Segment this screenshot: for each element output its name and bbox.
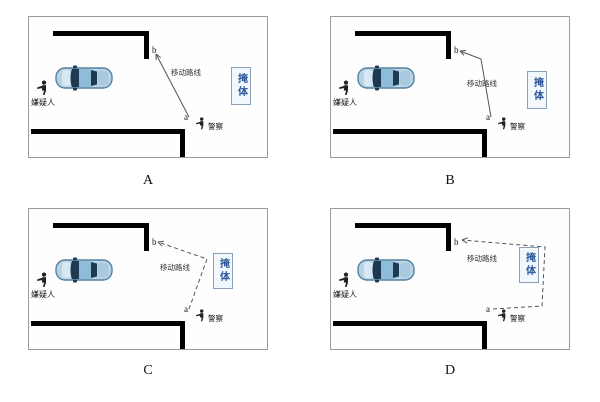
wall-top-horizontal <box>53 31 149 36</box>
wall-top-vertical <box>144 223 149 251</box>
point-b-label: b <box>454 237 459 247</box>
route-label: 移动路线 <box>467 79 497 88</box>
wall-top-vertical <box>144 31 149 59</box>
car-icon <box>357 65 415 91</box>
police-icon <box>497 309 508 322</box>
wall-top-vertical <box>446 223 451 251</box>
point-a-label: a <box>184 304 188 314</box>
police-label: 警察 <box>510 122 525 131</box>
point-b-label: b <box>152 237 157 247</box>
wall-top-vertical <box>446 31 451 59</box>
panel-letter-b: B <box>445 173 455 188</box>
suspect-icon <box>36 272 49 288</box>
diagram-panel-b: 嫌疑人 b a 警察 移动路线 掩体 <box>330 16 570 158</box>
wall-bottom-vertical <box>180 129 185 157</box>
suspect-label: 嫌疑人 <box>31 290 55 299</box>
suspect-icon <box>338 272 351 288</box>
diagram-panel-c: 嫌疑人 b a 警察 移动路线 掩体 <box>28 208 268 350</box>
police-icon <box>195 117 206 130</box>
suspect-label: 嫌疑人 <box>333 98 357 107</box>
wall-bottom-horizontal <box>333 321 487 326</box>
police-icon <box>195 309 206 322</box>
cover-box: 掩体 <box>213 253 233 289</box>
wall-top-horizontal <box>53 223 149 228</box>
suspect-label: 嫌疑人 <box>31 98 55 107</box>
route-label: 移动路线 <box>160 263 190 272</box>
wall-bottom-horizontal <box>333 129 487 134</box>
police-label: 警察 <box>510 314 525 323</box>
route-label: 移动路线 <box>467 254 497 263</box>
cover-box: 掩体 <box>231 67 251 105</box>
wall-bottom-horizontal <box>31 129 185 134</box>
point-a-label: a <box>486 112 490 122</box>
panel-letter-c: C <box>143 363 153 378</box>
wall-top-horizontal <box>355 223 451 228</box>
panel-letter-a: A <box>142 173 154 188</box>
wall-bottom-vertical <box>482 129 487 157</box>
cover-box: 掩体 <box>519 247 539 283</box>
panel-letter-d: D <box>444 363 456 378</box>
cover-box: 掩体 <box>527 71 547 109</box>
diagram-panel-a: 嫌疑人 b a 警察 移动路线 掩体 <box>28 16 268 158</box>
point-a-label: a <box>486 304 490 314</box>
suspect-icon <box>36 80 49 96</box>
suspect-icon <box>338 80 351 96</box>
car-icon <box>55 65 113 91</box>
police-label: 警察 <box>208 122 223 131</box>
wall-top-horizontal <box>355 31 451 36</box>
car-icon <box>55 257 113 283</box>
diagram-panel-d: 嫌疑人 b a 警察 移动路线 掩体 <box>330 208 570 350</box>
point-a-label: a <box>184 112 188 122</box>
suspect-label: 嫌疑人 <box>333 290 357 299</box>
point-b-label: b <box>152 45 157 55</box>
wall-bottom-horizontal <box>31 321 185 326</box>
police-icon <box>497 117 508 130</box>
car-icon <box>357 257 415 283</box>
police-label: 警察 <box>208 314 223 323</box>
wall-bottom-vertical <box>180 321 185 349</box>
route-label: 移动路线 <box>171 68 201 77</box>
wall-bottom-vertical <box>482 321 487 349</box>
point-b-label: b <box>454 45 459 55</box>
